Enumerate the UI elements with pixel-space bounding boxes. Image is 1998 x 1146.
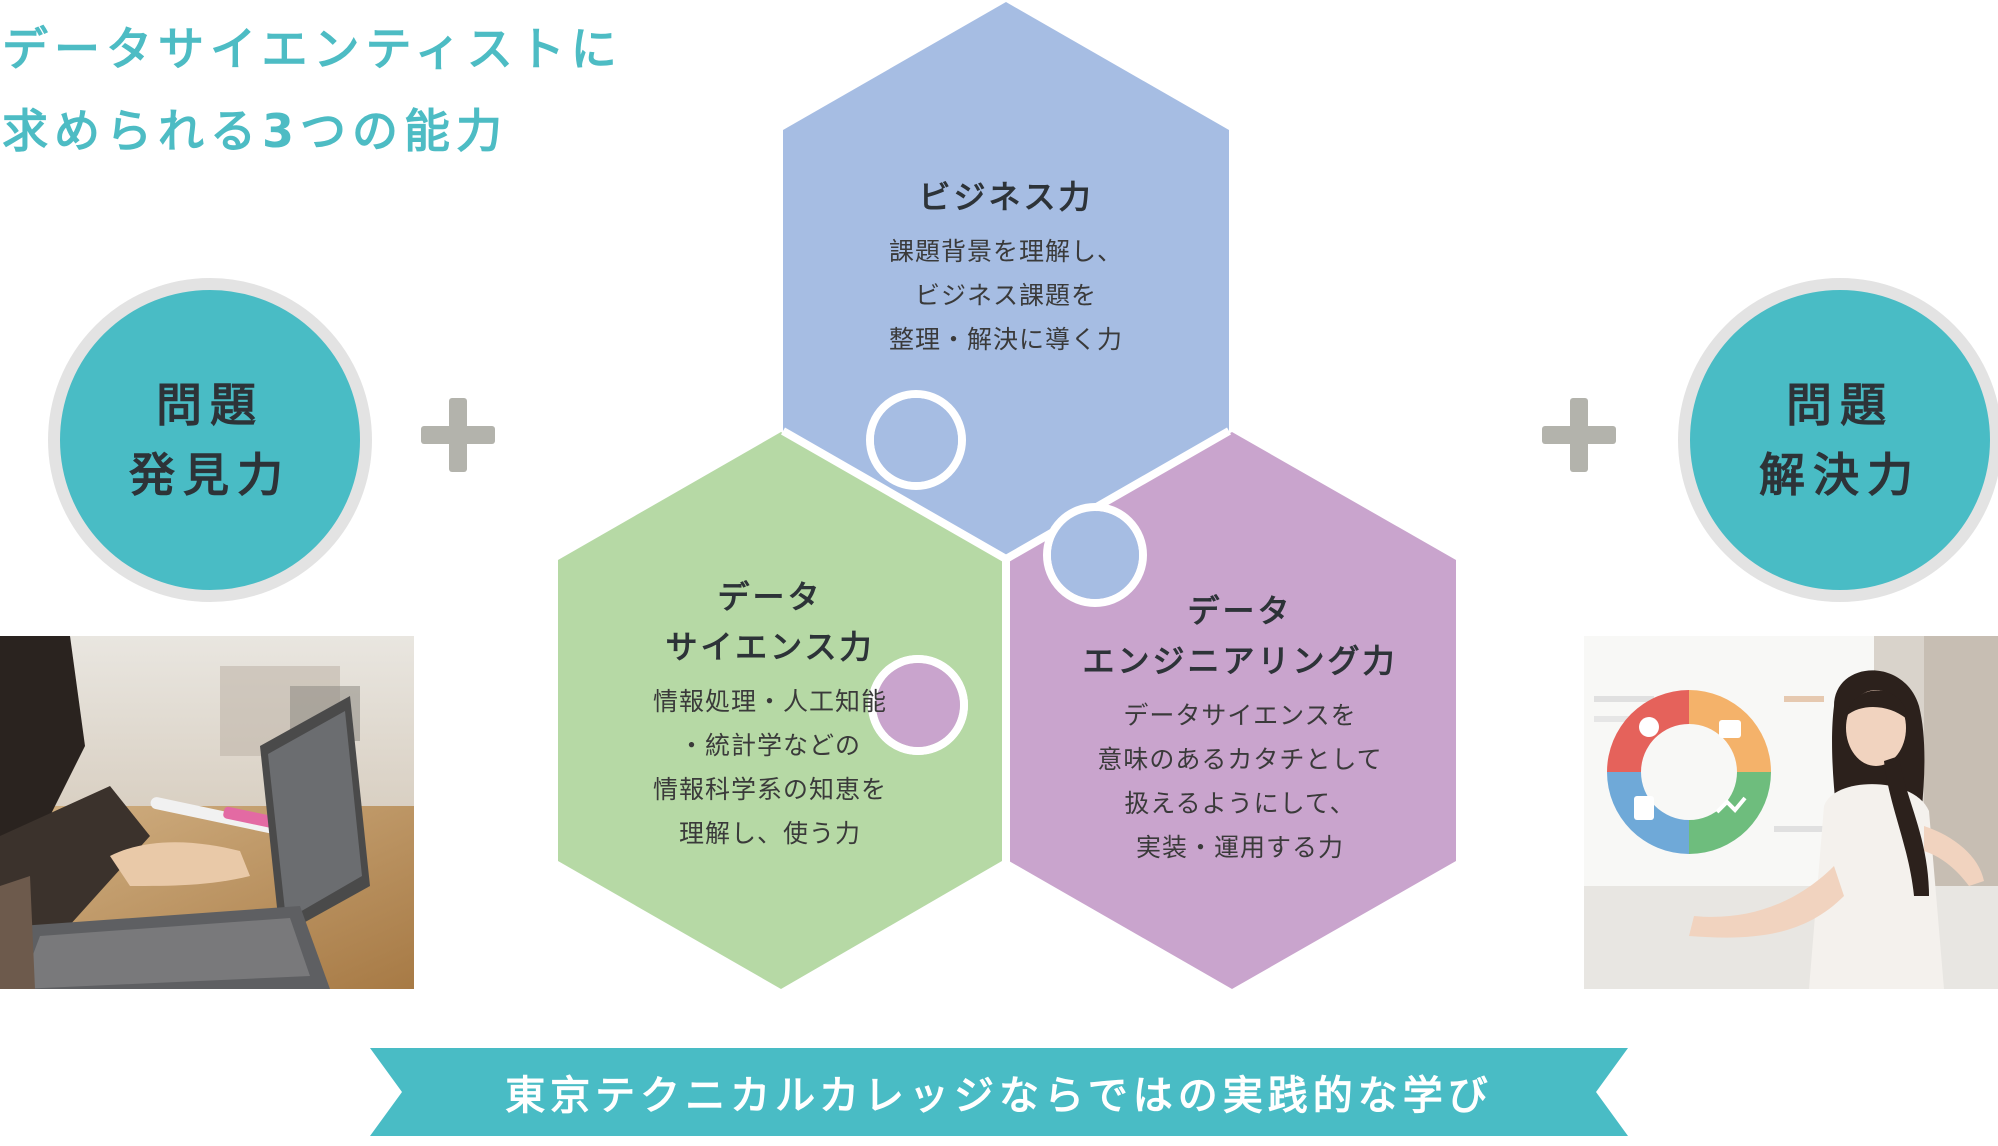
heading-line-2: 求められる3つの能力 bbox=[2, 104, 509, 158]
business-title: ビジネス力 bbox=[918, 178, 1094, 216]
data-engineering-title-line-1: データ bbox=[1187, 592, 1293, 630]
data-science-desc-line-4: 理解し、使う力 bbox=[678, 819, 861, 848]
plus-icon-right bbox=[1542, 398, 1616, 472]
data-engineering-title-line-2: エンジニアリング力 bbox=[1082, 642, 1398, 680]
data-engineering-text: データ エンジニアリング力 データサイエンスを 意味のあるカタチとして 扱えるよ… bbox=[1045, 586, 1435, 870]
clipboard-icon bbox=[1634, 796, 1654, 820]
cycle-diagram bbox=[1607, 690, 1771, 854]
heading-line-1: データサイエンティストに bbox=[2, 22, 623, 76]
right-badge-line-2: 解決力 bbox=[1759, 448, 1921, 502]
business-desc-line-1: 課題背景を理解し、 bbox=[888, 237, 1123, 266]
banner-text: 東京テクニカルカレッジならではの実践的な学び bbox=[505, 1073, 1493, 1119]
students-working-photo bbox=[0, 636, 414, 989]
page-heading: データサイエンティストに 求められる3つの能力 bbox=[2, 8, 623, 172]
calendar-icon bbox=[1719, 720, 1741, 738]
data-science-description: 情報処理・人工知能 ・統計学などの 情報科学系の知恵を 理解し、使う力 bbox=[600, 680, 940, 856]
data-engineering-desc-line-3: 扱えるようにして、 bbox=[1124, 789, 1356, 818]
left-badge-line-1: 問題 bbox=[156, 378, 264, 432]
data-engineering-desc-line-4: 実装・運用する力 bbox=[1135, 833, 1344, 862]
data-science-title-line-1: データ bbox=[717, 578, 823, 616]
presenter-photo bbox=[1584, 636, 1998, 989]
left-badge-line-2: 発見力 bbox=[129, 448, 291, 502]
business-desc-line-2: ビジネス課題を bbox=[914, 281, 1097, 310]
data-engineering-desc-line-1: データサイエンスを bbox=[1123, 701, 1357, 730]
data-science-title-line-2: サイエンス力 bbox=[665, 628, 875, 666]
data-engineering-title: データ エンジニアリング力 bbox=[1045, 586, 1435, 686]
data-science-text: データ サイエンス力 情報処理・人工知能 ・統計学などの 情報科学系の知恵を 理… bbox=[600, 572, 940, 856]
business-desc-line-3: 整理・解決に導く力 bbox=[888, 325, 1123, 354]
data-engineering-description: データサイエンスを 意味のあるカタチとして 扱えるようにして、 実装・運用する力 bbox=[1045, 694, 1435, 870]
data-science-title: データ サイエンス力 bbox=[600, 572, 940, 672]
data-engineering-desc-line-2: 意味のあるカタチとして bbox=[1097, 745, 1383, 774]
data-science-desc-line-3: 情報科学系の知恵を bbox=[652, 775, 887, 804]
data-science-desc-line-2: ・統計学などの bbox=[678, 731, 861, 760]
business-description: 課題背景を理解し、 ビジネス課題を 整理・解決に導く力 bbox=[826, 230, 1186, 362]
business-text: ビジネス力 課題背景を理解し、 ビジネス課題を 整理・解決に導く力 bbox=[826, 172, 1186, 362]
runner-icon bbox=[1639, 717, 1659, 737]
right-badge-line-1: 問題 bbox=[1786, 378, 1894, 432]
banner-ribbon: 東京テクニカルカレッジならではの実践的な学び bbox=[370, 1048, 1628, 1136]
chart-icon bbox=[1715, 796, 1747, 814]
plus-icon-left bbox=[421, 398, 495, 472]
data-science-desc-line-1: 情報処理・人工知能 bbox=[652, 687, 887, 716]
